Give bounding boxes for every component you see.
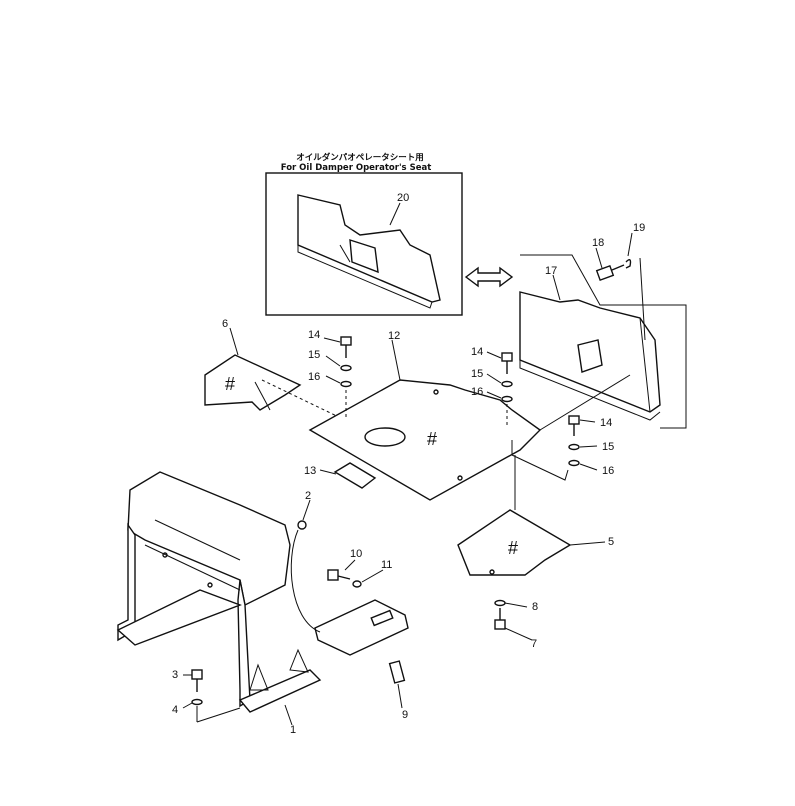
inset-box	[265, 172, 463, 316]
callout-18: 18	[592, 237, 604, 249]
bolt-stack-middle	[501, 352, 513, 425]
callout-3: 3	[172, 669, 178, 681]
seat-rail	[314, 599, 409, 656]
clip-19	[625, 259, 632, 269]
leader-16-right	[511, 440, 569, 481]
part-9	[388, 660, 406, 684]
callout-12: 12	[388, 330, 400, 342]
part-17-cover	[519, 291, 661, 421]
washer-11	[352, 580, 362, 588]
callout-16-middle: 16	[471, 386, 483, 398]
leader-19	[639, 257, 646, 341]
caption-en: For Oil Damper Operator's Seat	[281, 163, 432, 173]
part-6-plate	[204, 354, 302, 411]
callout-14-right: 14	[600, 417, 612, 429]
callout-14-middle: 14	[471, 346, 483, 358]
callout-17: 17	[545, 265, 557, 277]
callout-8: 8	[532, 601, 538, 613]
callout-4: 4	[172, 704, 178, 716]
bolt-10	[327, 569, 351, 581]
callout-20: 20	[397, 192, 409, 204]
bolt-3	[191, 669, 241, 723]
hash-mark-12: #	[427, 429, 437, 449]
callout-11: 11	[381, 559, 392, 571]
callout-15-right: 15	[602, 441, 614, 453]
bolt-18	[595, 264, 625, 281]
callout-10: 10	[350, 548, 362, 560]
callout-13: 13	[304, 465, 316, 477]
callout-7: 7	[531, 638, 537, 650]
double-arrow-icon	[464, 266, 514, 288]
hash-mark-6: #	[225, 374, 235, 394]
bolt-7	[494, 599, 506, 630]
callout-2: 2	[305, 490, 311, 502]
part-20-cover	[297, 194, 441, 309]
hash-mark-5: #	[508, 538, 518, 558]
callout-19: 19	[633, 222, 645, 234]
callout-1: 1	[290, 724, 296, 736]
callout-16-left: 16	[308, 371, 320, 383]
callout-16-right: 16	[602, 465, 614, 477]
part-13	[333, 462, 377, 489]
bolt-stack-right	[568, 415, 580, 467]
callout-15-left: 15	[308, 349, 320, 361]
callout-14-left: 14	[308, 329, 320, 341]
part-1-seat-frame	[116, 471, 322, 713]
part-5-plate	[457, 455, 572, 576]
callout-6: 6	[222, 318, 228, 330]
callout-5: 5	[608, 536, 614, 548]
part-12-floor-plate	[308, 374, 631, 501]
callout-9: 9	[402, 709, 408, 721]
leader-lines	[182, 202, 633, 726]
caption-jp: オイルダンパオペレータシート用	[296, 152, 424, 163]
callout-15-middle: 15	[471, 368, 483, 380]
bolt-stack-left	[340, 336, 352, 420]
part-2-nut	[290, 520, 321, 633]
